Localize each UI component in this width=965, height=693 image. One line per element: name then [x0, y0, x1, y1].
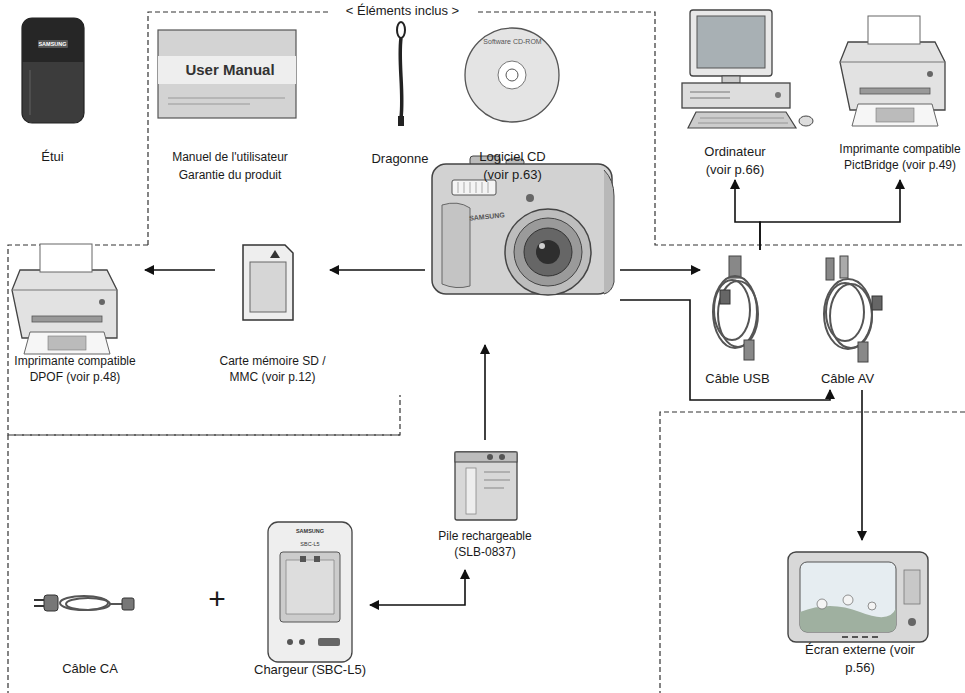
- accessory-item: SAMSUNG Étui: [10, 15, 95, 175]
- caption: Manuel de l'utilisateur Garantie du prod…: [154, 148, 306, 184]
- connector-arrow: [620, 269, 700, 271]
- model-text: SBC-L5: [250, 541, 370, 548]
- connector-arrow: [735, 180, 760, 250]
- accessory-item: User ManualManuel de l'utilisateur Garan…: [150, 22, 310, 182]
- caption: Logiciel CD (voir p.63): [465, 148, 560, 183]
- battery-illustration: [455, 452, 517, 520]
- accessory-item: Câble CA: [30, 570, 150, 685]
- caption: Dragonne: [355, 150, 445, 168]
- printer-illustration: [12, 244, 117, 354]
- caption: Imprimante compatible DPOF (voir p.48): [7, 353, 143, 385]
- group-outline: [8, 435, 400, 693]
- connector-arrow: [861, 390, 863, 540]
- brand-text: SAMSUNG: [10, 41, 95, 48]
- group-outline: [8, 245, 400, 435]
- accessory-item: Ordinateur (voir p.66): [670, 5, 800, 180]
- caption: Imprimante compatible PictBridge (voir p…: [834, 141, 965, 173]
- accessory-item: Carte mémoire SD / MMC (voir p.12): [215, 235, 330, 395]
- caption: Câble CA: [40, 660, 140, 678]
- connector-arrow: [760, 180, 900, 250]
- memory-card-illustration: [243, 245, 293, 320]
- cover-title: User Manual: [150, 60, 310, 80]
- accessory-item: SAMSUNG: [425, 150, 620, 345]
- connector-arrow: [145, 269, 215, 271]
- accessory-item: Câble USB: [700, 250, 775, 390]
- group-outline: [660, 412, 965, 693]
- accessory-item: Software CD-ROM Logiciel CD (voir p.63): [445, 22, 580, 182]
- accessory-item: Dragonne: [360, 20, 440, 180]
- disc-text: Software CD-ROM: [445, 37, 580, 46]
- connector-arrow: [620, 300, 830, 400]
- caption: Ordinateur (voir p.66): [690, 143, 780, 178]
- strap-illustration: [397, 22, 405, 126]
- computer-illustration: [682, 10, 813, 128]
- ac-cable-illustration: [34, 595, 134, 611]
- caption: Carte mémoire SD / MMC (voir p.12): [214, 353, 332, 385]
- brand-text: SAMSUNG: [250, 528, 370, 535]
- connector-arrow: [330, 269, 425, 271]
- printer-illustration: [840, 16, 945, 126]
- brand-text: SAMSUNG: [457, 209, 518, 225]
- accessory-item: Pile rechargeable (SLB-0837): [425, 440, 545, 570]
- caption: Câble AV: [803, 370, 893, 388]
- av-cable-illustration: [824, 256, 882, 362]
- accessory-item: Écran externe (voir p.56): [770, 540, 950, 685]
- accessory-item: Imprimante compatible DPOF (voir p.48): [5, 235, 145, 395]
- caption: Chargeur (SBC-L5): [240, 661, 380, 679]
- caption: Pile rechargeable (SLB-0837): [427, 528, 543, 560]
- group-heading: < Éléments inclus >: [330, 3, 475, 18]
- case-illustration: [22, 18, 84, 123]
- tv-illustration: [788, 552, 928, 642]
- accessory-item: SAMSUNGSBC-L5Chargeur (SBC-L5): [250, 520, 370, 685]
- plus-sign: +: [200, 582, 234, 616]
- connector-arrow: [484, 345, 486, 440]
- usb-cable-illustration: [713, 256, 758, 360]
- accessory-item: Câble AV: [800, 250, 895, 390]
- caption: Câble USB: [693, 370, 783, 388]
- caption: Étui: [10, 148, 95, 166]
- caption: Écran externe (voir p.56): [800, 641, 920, 676]
- connector-arrow: [370, 570, 465, 605]
- accessory-item: Imprimante compatible PictBridge (voir p…: [835, 5, 965, 180]
